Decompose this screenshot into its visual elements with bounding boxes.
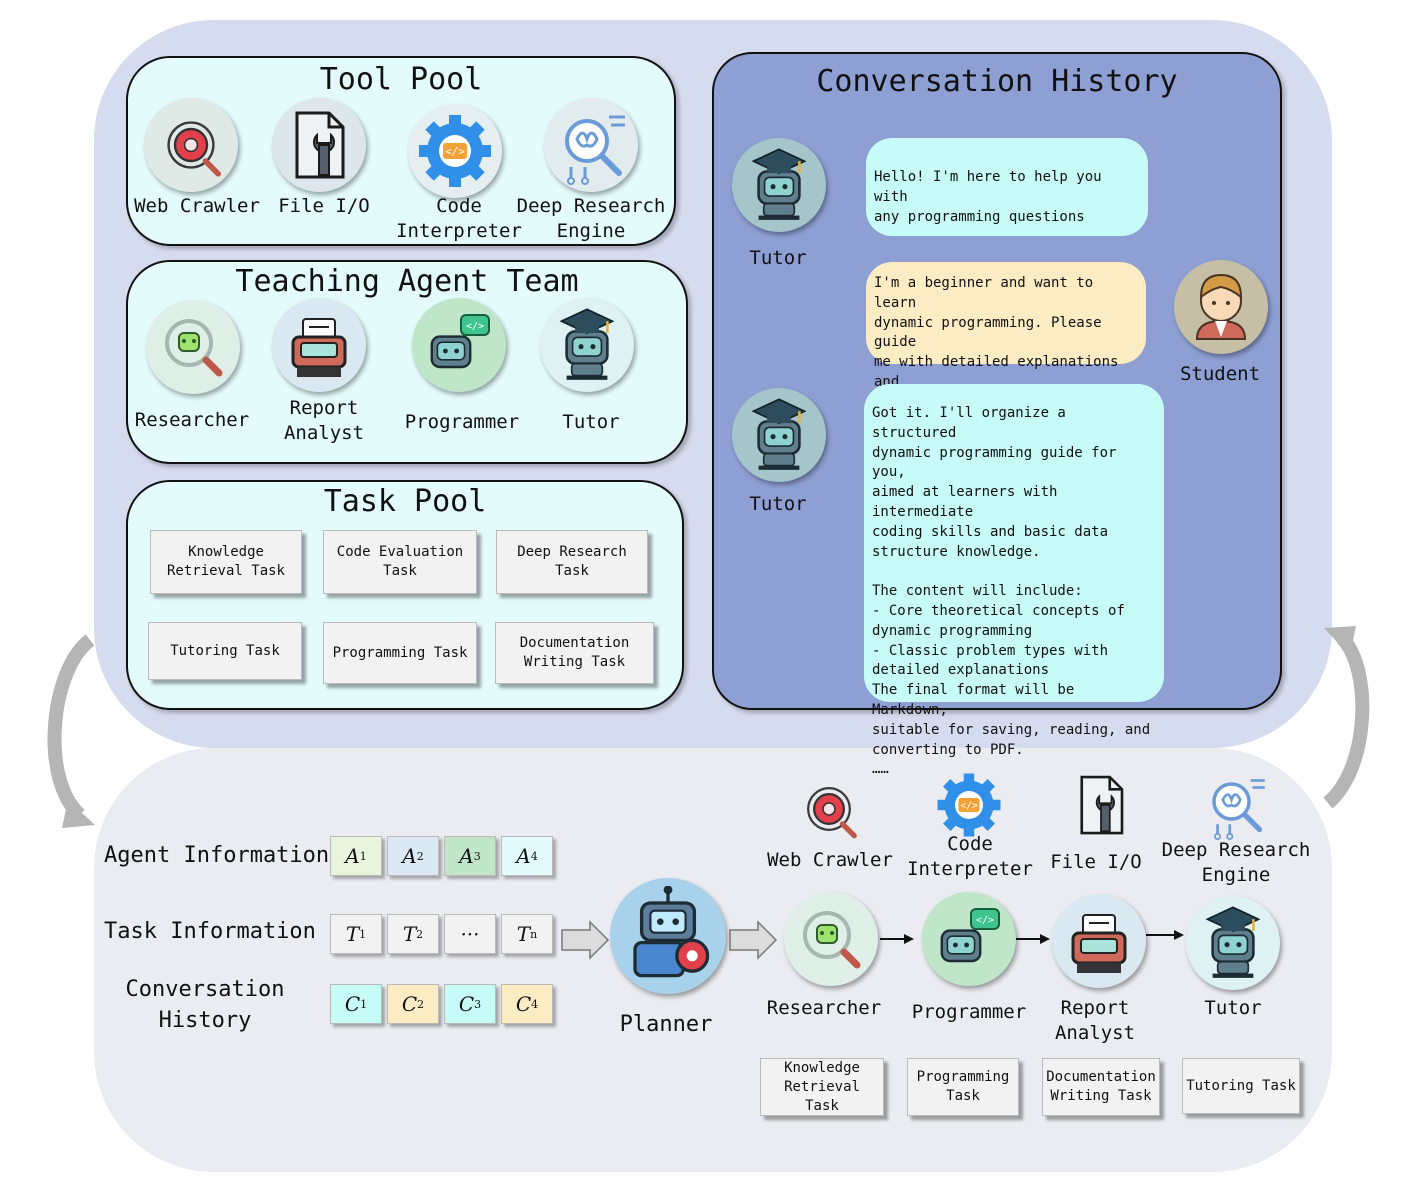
pipeline-arrow [1016, 938, 1042, 940]
tutor-avatar-label: Tutor [749, 247, 807, 269]
agent-label-report-analyst: Report Analyst [283, 397, 365, 444]
conversation-title: Conversation History [816, 64, 1178, 99]
tutor-avatar-icon [732, 388, 826, 482]
web-crawler-icon [794, 774, 864, 844]
deep-research-icon [544, 98, 638, 192]
lower-tool-label: Deep Research Engine [1161, 839, 1311, 886]
pipeline-arrow [880, 938, 906, 940]
task-pool-item: Programming Task [323, 622, 477, 684]
task-info-label: Task Information [104, 919, 316, 944]
web-crawler-icon [144, 98, 238, 192]
agent-info-label: Agent Information [104, 843, 330, 868]
file-io-icon [272, 98, 366, 192]
pipeline-task: Knowledge Retrieval Task [760, 1058, 884, 1116]
researcher-icon [146, 300, 240, 394]
student-avatar-label: Student [1179, 363, 1261, 385]
researcher-icon [784, 892, 878, 986]
pipeline-arrow [1146, 934, 1176, 936]
tool-label-code-interpreter: Code Interpreter [396, 195, 522, 242]
task-pool-item: Knowledge Retrieval Task [150, 530, 302, 594]
file-io-icon [1066, 770, 1136, 840]
pipeline-task: Tutoring Task [1182, 1058, 1300, 1114]
task-pool-title: Task Pool [323, 484, 487, 519]
deep-research-icon [1200, 770, 1270, 840]
tutor-icon [540, 298, 634, 392]
report-analyst-icon [1052, 894, 1146, 988]
student-message-bubble: I'm a beginner and want to learn dynamic… [866, 262, 1146, 410]
task-pool-item: Code Evaluation Task [323, 530, 477, 594]
task-pool-item: Deep Research Task [496, 530, 648, 594]
programmer-icon [922, 892, 1016, 986]
block-arrow [561, 920, 610, 960]
task-pool-item: Documentation Writing Task [495, 622, 654, 684]
pipeline-task: Programming Task [907, 1058, 1019, 1116]
pipeline-arrowhead [1040, 934, 1050, 944]
student-avatar-icon [1174, 260, 1268, 354]
pipeline-agent-label: Tutor [1204, 997, 1262, 1019]
left-loop-arrow [47, 634, 95, 828]
lower-tool-label: File I/O [1050, 851, 1142, 873]
tool-label-web-crawler: Web Crawler [134, 195, 260, 217]
agent-label-programmer: Programmer [404, 411, 520, 433]
planner-label: Planner [619, 1012, 713, 1037]
tool-pool-title: Tool Pool [319, 62, 483, 97]
code-interpreter-icon [934, 770, 1004, 840]
agent-label-researcher: Researcher [134, 409, 250, 431]
pipeline-task: Documentation Writing Task [1042, 1058, 1160, 1116]
tutor-icon [1186, 896, 1280, 990]
tool-label-file-io: File I/O [278, 195, 370, 217]
tool-label-deep-research: Deep Research Engine [516, 195, 666, 242]
pipeline-agent-label: Researcher [766, 997, 882, 1019]
conv-history-label: Conversation History [125, 977, 285, 1033]
planner-icon [610, 878, 726, 994]
pipeline-arrowhead [1174, 930, 1184, 940]
lower-tool-label: Code Interpreter [907, 833, 1033, 880]
task-chip: ··· [444, 914, 496, 954]
tutor-message-bubble: Got it. I'll organize a structured dynam… [864, 384, 1164, 777]
tutor-avatar-label: Tutor [749, 493, 807, 515]
code-interpreter-icon [408, 104, 502, 198]
right-loop-arrow [1323, 626, 1370, 809]
report-analyst-icon [272, 298, 366, 392]
pipeline-agent-label: Report Analyst [1054, 997, 1136, 1044]
block-arrow [729, 920, 778, 960]
agent-label-tutor: Tutor [562, 411, 620, 433]
task-pool-item: Tutoring Task [148, 622, 302, 680]
pipeline-arrowhead [904, 934, 914, 944]
programmer-icon [412, 298, 506, 392]
tutor-message-bubble: Hello! I'm here to help you with any pro… [866, 138, 1148, 236]
tutor-avatar-icon [732, 138, 826, 232]
pipeline-agent-label: Programmer [911, 1001, 1027, 1023]
agent-team-title: Teaching Agent Team [235, 264, 579, 299]
lower-tool-label: Web Crawler [767, 849, 893, 871]
